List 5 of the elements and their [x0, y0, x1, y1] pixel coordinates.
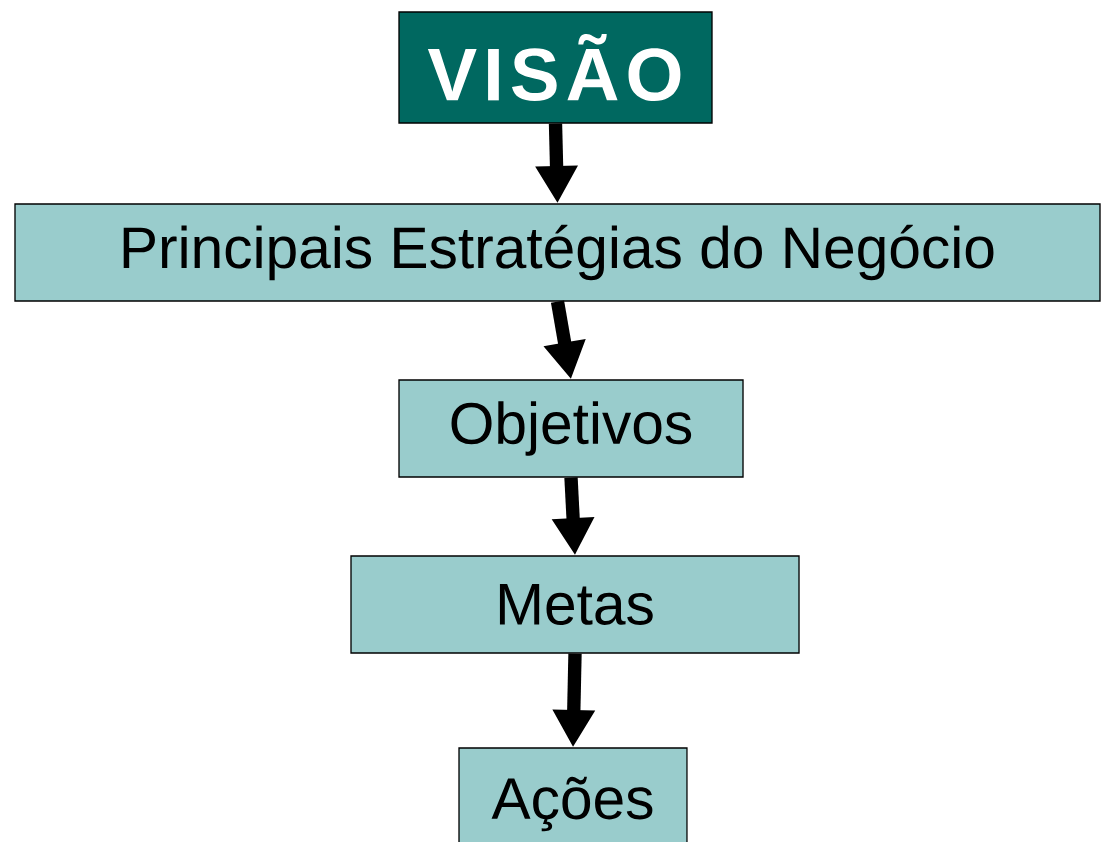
process-box: Objetivos	[398, 379, 744, 478]
process-box: Ações	[458, 747, 688, 842]
process-box: Principais Estratégias do Negócio	[14, 203, 1101, 302]
title-box: VISÃO	[398, 11, 713, 124]
process-box: Metas	[350, 555, 800, 654]
